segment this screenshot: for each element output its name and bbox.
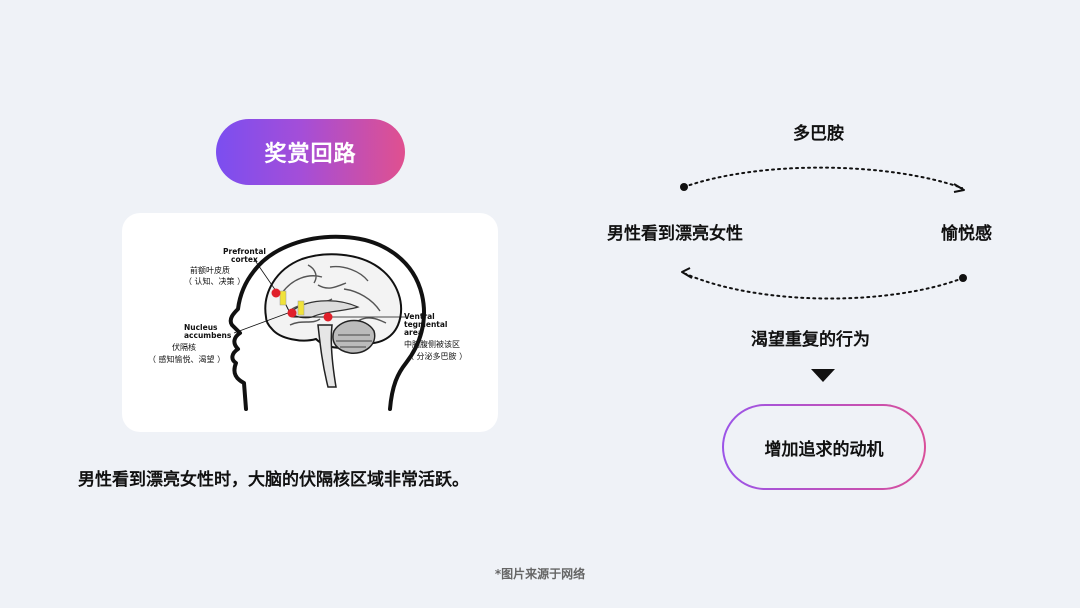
reward-circuit-badge: 奖赏回路: [216, 119, 405, 185]
craving-label: 渴望重复的行为: [751, 330, 870, 350]
vta-label-en-2: tegmental: [404, 320, 448, 329]
dopamine-cycle-arrows: [680, 166, 967, 300]
prefrontal-label-cn: 前额叶皮质: [190, 266, 230, 275]
nucleus-label-cn: 伏隔核: [172, 343, 196, 352]
nucleus-label-en: Nucleus: [184, 323, 218, 332]
image-source-note: *图片来源于网络: [494, 567, 586, 581]
vta-label-en: Ventral: [404, 312, 435, 321]
vta-label-cn-2: （ 分泌多巴胺 ）: [406, 352, 468, 361]
pleasure-label: 愉悦感: [941, 224, 992, 244]
prefrontal-label-en: Prefrontal: [223, 247, 266, 256]
brain-diagram-card: Prefrontal cortex 前额叶皮质 （ 认知、决策 ） Nucleu…: [122, 213, 498, 432]
result-label: 增加追求的动机: [724, 406, 924, 488]
brain-illustration: [228, 234, 427, 411]
nucleus-label-cn-2: （ 感知愉悦、渴望 ）: [148, 355, 226, 364]
brain-caption: 男性看到漂亮女性时，大脑的伏隔核区域非常活跃。: [78, 470, 469, 490]
nucleus-label-en-2: accumbens: [184, 331, 232, 340]
prefrontal-label-en-2: cortex: [231, 255, 258, 264]
dopamine-label: 多巴胺: [793, 124, 844, 144]
result-pill: 增加追求的动机: [722, 404, 926, 490]
down-arrow-icon: [811, 369, 835, 382]
vta-label-en-3: area: [404, 328, 423, 337]
vta-label-cn: 中脑腹侧被该区: [404, 340, 460, 349]
stimulus-label: 男性看到漂亮女性: [607, 224, 743, 244]
prefrontal-label-cn-2: （ 认知、决策 ）: [184, 277, 246, 286]
